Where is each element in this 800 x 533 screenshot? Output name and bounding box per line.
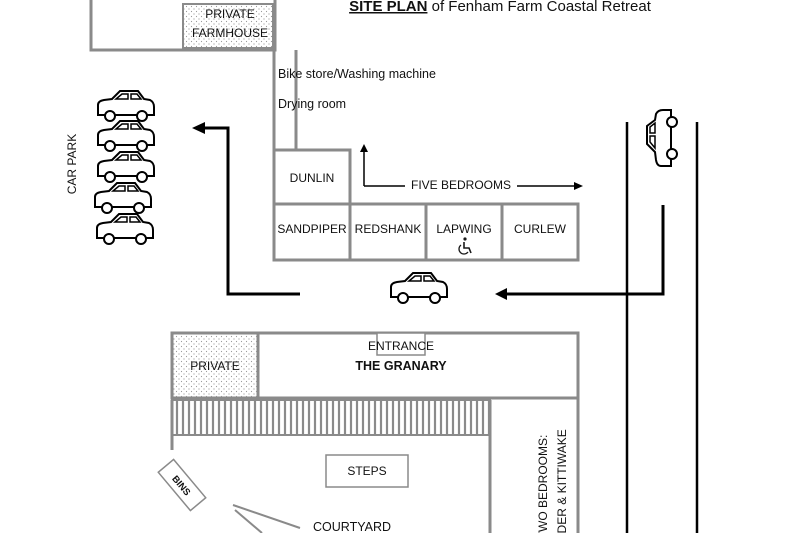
car-park-arrow-path xyxy=(202,126,300,296)
dunlin-label: DUNLIN xyxy=(290,171,335,185)
entry-arrow-path xyxy=(503,205,665,296)
sandpiper-room xyxy=(272,202,352,262)
private-farmhouse-area xyxy=(182,3,274,49)
car-icon xyxy=(646,109,678,167)
bike-store-label: Bike store/Washing machine xyxy=(278,67,436,81)
car-icon xyxy=(390,272,448,304)
wheelchair-icon xyxy=(458,237,472,255)
entrance-box xyxy=(376,332,426,356)
private-granary-label: PRIVATE xyxy=(190,359,240,373)
bedroom-row: SANDPIPER REDSHANK LAPWING CURLEW xyxy=(272,202,580,262)
redshank-room xyxy=(348,202,428,262)
two-bedrooms-label-2: EIDER & KITTIWAKE xyxy=(555,429,569,533)
plan-title-rest: of Fenham Farm Coastal Retreat xyxy=(427,0,651,15)
entry-arrow-head xyxy=(495,288,507,300)
arrow-up-head xyxy=(360,144,368,152)
courtyard-wall-a xyxy=(234,509,263,533)
farmhouse-block: PRIVATE FARMHOUSE xyxy=(89,0,277,52)
granary-label: THE GRANARY xyxy=(355,359,447,373)
five-bedrooms-label: FIVE BEDROOMS xyxy=(411,178,511,192)
car-icon xyxy=(97,90,155,122)
private-farmhouse-label-1: PRIVATE xyxy=(205,7,255,21)
dunlin-room xyxy=(272,148,352,206)
sandpiper-label: SANDPIPER xyxy=(277,222,347,236)
courtyard-label: COURTYARD xyxy=(313,520,391,533)
curlew-room xyxy=(500,202,580,262)
car-park-arrow-head xyxy=(192,122,205,134)
lapwing-room xyxy=(424,202,504,262)
car-icon xyxy=(94,182,152,214)
steps-box xyxy=(325,454,409,488)
granary-block: PRIVATE ENTRANCE THE GRANARY xyxy=(170,331,580,400)
private-farmhouse-label-2: FARMHOUSE xyxy=(192,26,268,40)
steps-label: STEPS xyxy=(347,464,386,478)
redshank-label: REDSHANK xyxy=(355,222,422,236)
car-icon xyxy=(96,213,154,245)
bins-box xyxy=(157,458,207,512)
plan-title: SITE PLAN of Fenham Farm Coastal Retreat xyxy=(349,0,652,15)
two-bedrooms-label-1: TWO BEDROOMS: xyxy=(536,435,550,533)
courtyard-wall-b xyxy=(232,504,301,529)
car-icon xyxy=(97,120,155,152)
private-granary-area xyxy=(170,331,260,400)
car-icon xyxy=(97,151,155,183)
car-park-label: CAR PARK xyxy=(65,134,79,194)
covered-walkway xyxy=(171,399,491,436)
lapwing-label: LAPWING xyxy=(436,222,491,236)
arrow-right-head xyxy=(574,182,583,190)
entrance-label: ENTRANCE xyxy=(368,339,434,353)
curlew-label: CURLEW xyxy=(514,222,567,236)
bins-area: BINS xyxy=(157,458,207,512)
plan-title-bold: SITE PLAN xyxy=(349,0,427,15)
drying-room-label: Drying room xyxy=(278,97,346,111)
